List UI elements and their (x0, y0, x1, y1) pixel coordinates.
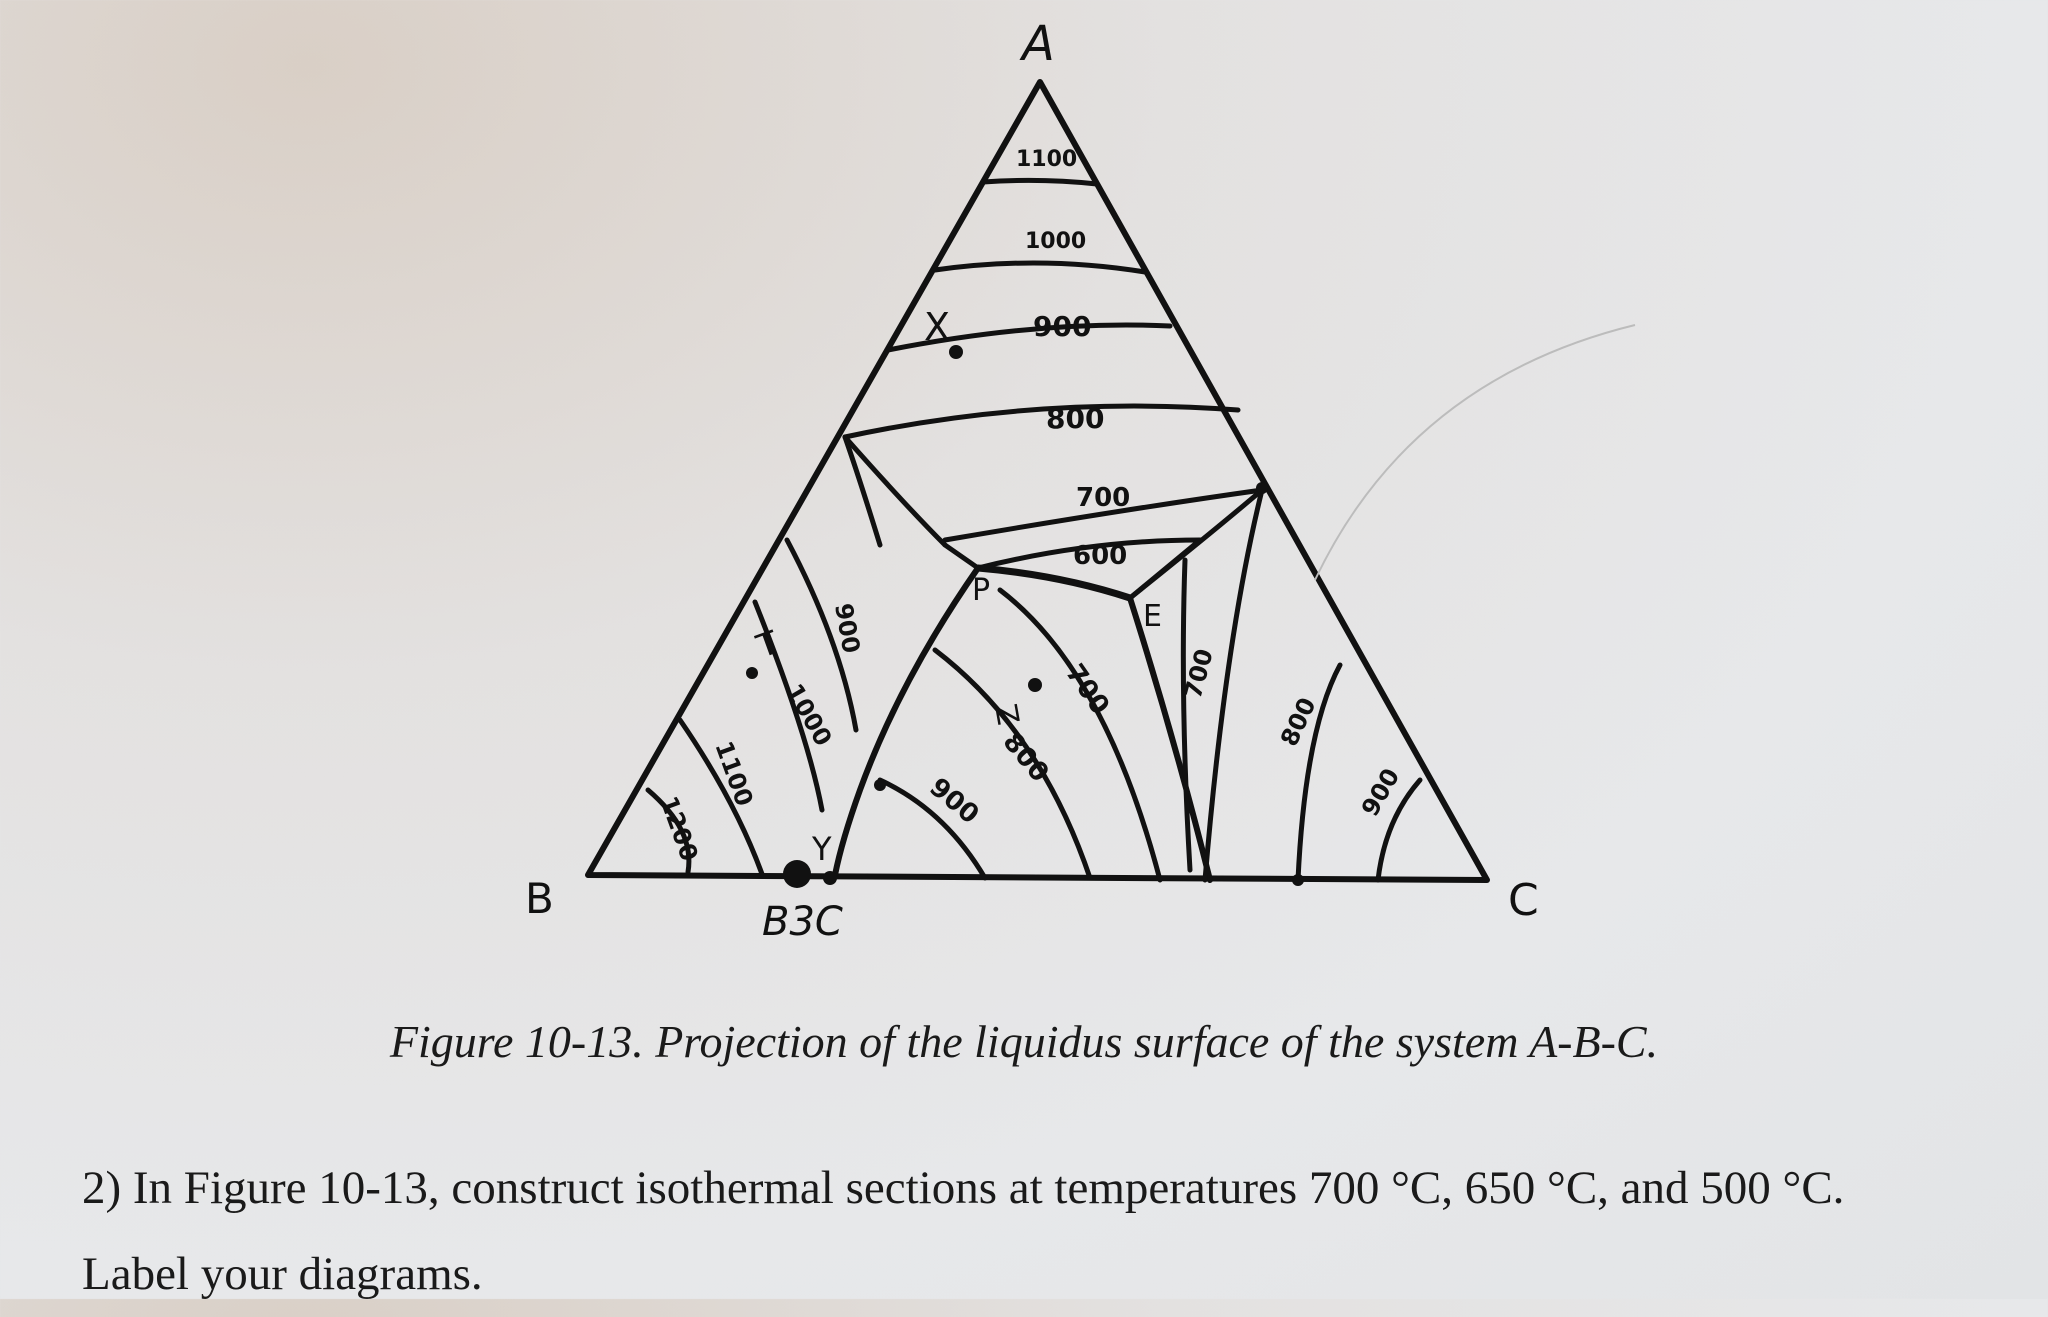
boundary-p-b3c (832, 565, 981, 878)
boundary-b-c-side (1202, 487, 1265, 883)
isotherm-a-600 (975, 537, 1203, 571)
isotherm-b3c-700 (997, 587, 1163, 883)
isotherm-a-1000 (932, 260, 1148, 275)
isotherm-a-900 (885, 322, 1173, 353)
point-label-e: E (1143, 599, 1162, 634)
line-a-b-upper (842, 434, 883, 548)
isotherm-b-900 (784, 537, 859, 733)
isotherm-label-a-800: 800 (1046, 402, 1104, 435)
isotherm-label-a-1000: 1000 (1025, 229, 1086, 254)
point-label-y: Y (811, 830, 832, 868)
isotherm-b-1100 (677, 717, 765, 877)
boundary-e-c (1127, 595, 1213, 883)
point-b3c-join-dot (874, 779, 886, 791)
triangle-outline (585, 79, 1490, 883)
isotherm-label-b3c-900: 900 (924, 772, 985, 830)
isotherm-label-b-1200: 1200 (654, 792, 703, 864)
isotherm-label-a-1100: 1100 (1016, 147, 1077, 172)
point-b3c-dot (783, 860, 811, 888)
isotherm-b-1200 (645, 787, 692, 875)
isotherm-c-900 (1375, 777, 1423, 883)
figure-caption: Figure 10-13. Projection of the liquidus… (389, 1016, 1659, 1067)
isotherm-label-b-1000: 1000 (780, 679, 838, 751)
inner-triangle (942, 537, 1203, 601)
isotherm-label-a-900: 900 (1033, 310, 1091, 343)
isotherm-b3c-800 (932, 647, 1093, 881)
point-label-x: X (924, 305, 950, 349)
isotherm-a-700 (942, 487, 1265, 543)
point-x-dot (949, 345, 963, 359)
stray-pencil-mark (1314, 324, 1636, 581)
isotherm-b-1000 (752, 599, 825, 813)
isotherm-a-1100 (980, 177, 1100, 187)
point-z-dot (1028, 678, 1042, 692)
point-t-dot (746, 667, 758, 679)
boundary-a-b (842, 434, 948, 548)
point-a-c-join-dot (1256, 482, 1268, 494)
point-c-join-dot (1292, 874, 1304, 886)
compound-label-b3c: B3C (762, 899, 843, 945)
question-line-2: Label your diagrams. (82, 1248, 483, 1300)
boundary-p-e (974, 564, 1134, 602)
point-label-p: P (972, 573, 990, 608)
vertex-label-c: C (1508, 875, 1539, 926)
isotherm-label-a-700: 700 (1076, 483, 1130, 513)
line-z (1180, 557, 1193, 873)
question-text: 2) In Figure 10-13, construct isothermal… (82, 1145, 1982, 1317)
isotherm-c-800 (1295, 662, 1343, 883)
isotherm-label-b3c-700: 700 (1059, 659, 1115, 721)
isotherm-label-a-600: 600 (1073, 541, 1127, 571)
point-label-t: T (751, 623, 784, 666)
point-y-dot (823, 871, 837, 885)
isotherm-b3c-900 (877, 777, 988, 881)
isotherm-a-800 (842, 403, 1241, 440)
vertex-label-b: B (525, 874, 554, 923)
vertex-label-a: A (1019, 16, 1055, 72)
question-line-1: 2) In Figure 10-13, construct isothermal… (82, 1162, 1845, 1214)
ternary-liquidus-diagram: A B C B3C X Y T Z P E 1100 1000 900 800 … (525, 16, 1636, 945)
